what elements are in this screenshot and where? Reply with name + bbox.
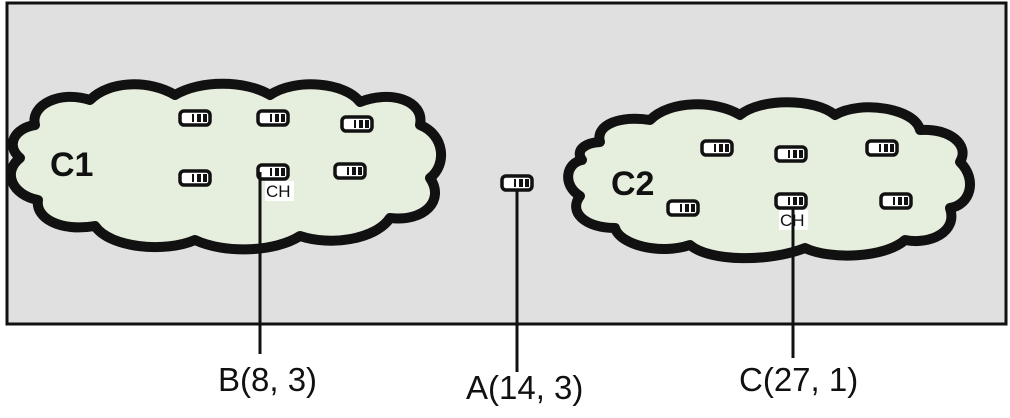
vehicle-node	[865, 139, 899, 157]
point-label-b: B(8, 3)	[218, 361, 317, 398]
vehicle-node	[666, 199, 700, 217]
vehicle-node	[333, 162, 367, 180]
cluster-head-node	[256, 163, 290, 181]
vehicle-node	[178, 169, 212, 187]
point-label-a: A(14, 3)	[466, 369, 583, 406]
vehicle-node	[256, 109, 290, 127]
cluster-head-node	[774, 192, 808, 210]
vehicle-node-a	[500, 174, 534, 192]
vehicle-node	[774, 145, 808, 163]
cluster-c2-label: C2	[611, 165, 654, 203]
cluster-head-label-c1: CH	[266, 182, 291, 201]
point-label-c: C(27, 1)	[739, 361, 858, 398]
vehicle-node	[879, 192, 913, 210]
cluster-head-label-c2: CH	[780, 211, 805, 230]
ch-label-bg	[265, 181, 294, 201]
vehicle-node	[340, 115, 374, 133]
cluster-c1-label: C1	[50, 146, 93, 184]
vehicle-node	[178, 109, 212, 127]
cluster-c1-cloud	[5, 78, 447, 255]
vehicle-node	[700, 139, 734, 157]
